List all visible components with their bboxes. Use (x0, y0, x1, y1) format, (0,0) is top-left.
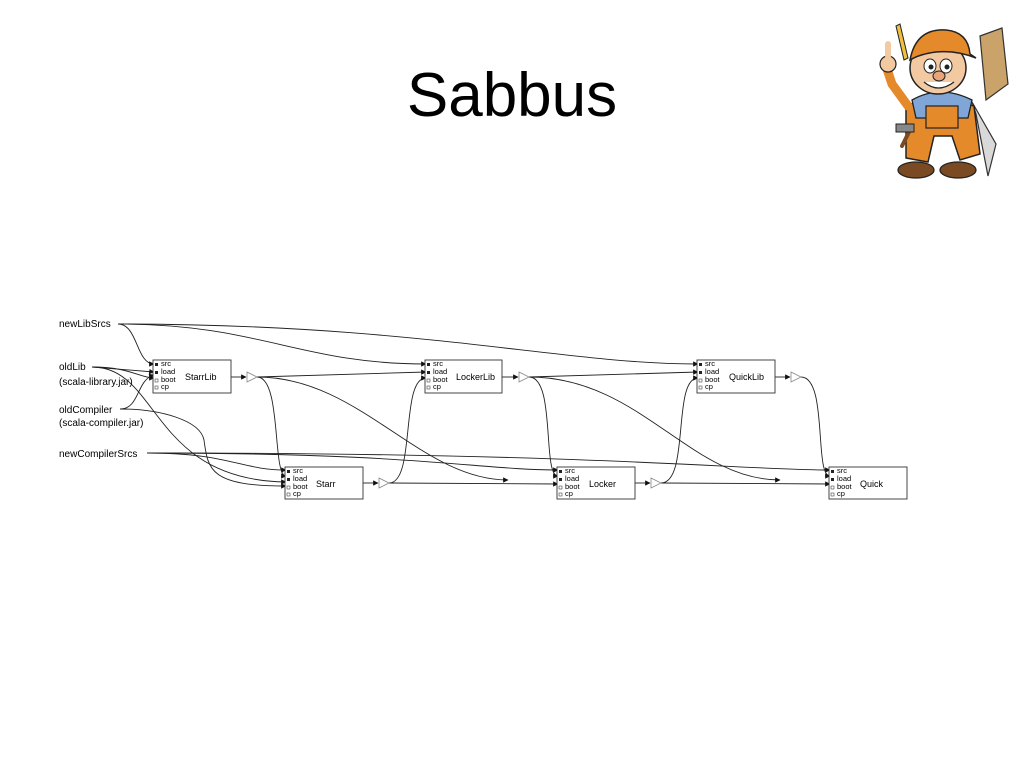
svg-text:src: src (433, 359, 443, 368)
node-label-lockerlib: LockerLib (456, 372, 495, 382)
output-connector-lockerlib (518, 371, 530, 383)
node-quick: src load boot cp Quick (828, 466, 908, 500)
svg-text:load: load (705, 367, 719, 376)
cartoon-carpenter-icon (879, 23, 1009, 179)
svg-text:cp: cp (293, 489, 301, 498)
node-quicklib: src load boot cp QuickLib (696, 359, 776, 394)
node-lockerlib: src load boot cp LockerLib (424, 359, 503, 394)
svg-text:src: src (161, 359, 171, 368)
svg-text:boot: boot (433, 375, 449, 384)
port-markers (154, 363, 835, 497)
node-label-quick: Quick (860, 479, 884, 489)
output-connector-quicklib (790, 371, 802, 383)
node-starr: src load boot cp Starr (284, 466, 364, 500)
node-label-quicklib: QuickLib (729, 372, 764, 382)
svg-text:load: load (293, 474, 307, 483)
node-label-starr: Starr (316, 479, 336, 489)
svg-text:load: load (161, 367, 175, 376)
svg-text:boot: boot (161, 375, 177, 384)
svg-text:cp: cp (161, 382, 169, 391)
svg-text:src: src (705, 359, 715, 368)
svg-text:boot: boot (837, 482, 853, 491)
input-newlibsrcs: newLibSrcs (59, 319, 111, 330)
svg-text:cp: cp (705, 382, 713, 391)
input-oldlib: oldLib (59, 362, 86, 373)
output-connector-starrlib (246, 371, 258, 383)
input-newcompilersrcs: newCompilerSrcs (59, 449, 137, 460)
output-connectors (246, 371, 802, 489)
node-starrlib: src load boot cp StarrLib (152, 359, 232, 394)
svg-text:cp: cp (565, 489, 573, 498)
input-oldlib-jar: (scala-library.jar) (59, 377, 133, 388)
svg-text:load: load (837, 474, 851, 483)
svg-text:cp: cp (837, 489, 845, 498)
svg-text:load: load (565, 474, 579, 483)
svg-text:boot: boot (293, 482, 309, 491)
slide-title: Sabbus (406, 61, 618, 130)
node-label-starrlib: StarrLib (185, 372, 217, 382)
output-connector-starr (378, 477, 390, 489)
node-locker: src load boot cp Locker (556, 466, 636, 500)
node-label-locker: Locker (589, 479, 616, 489)
output-connector-locker (650, 477, 662, 489)
svg-text:cp: cp (433, 382, 441, 391)
svg-text:src: src (293, 466, 303, 475)
input-oldcompiler: oldCompiler (59, 405, 113, 416)
svg-text:boot: boot (565, 482, 581, 491)
svg-text:boot: boot (705, 375, 721, 384)
svg-text:load: load (433, 367, 447, 376)
input-oldcompiler-jar: (scala-compiler.jar) (59, 418, 143, 429)
svg-text:src: src (837, 466, 847, 475)
svg-text:src: src (565, 466, 575, 475)
edges (91, 323, 831, 489)
